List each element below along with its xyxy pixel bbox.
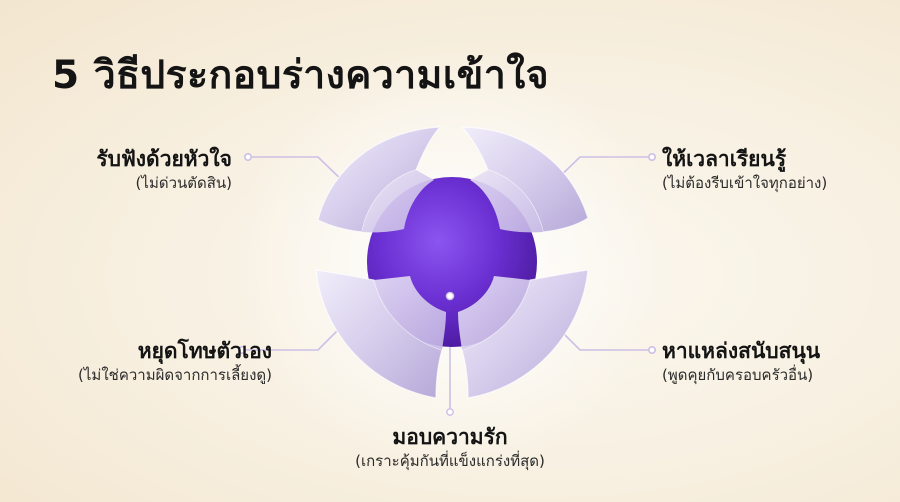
connector-dot-tr	[647, 153, 656, 162]
label-subtitle: (ไม่ต้องรีบเข้าใจทุกอย่าง)	[662, 174, 828, 193]
label-subtitle: (ไม่ใช่ความผิดจากการเลี้ยงดู)	[78, 366, 272, 385]
label-give-time-to-learn: ให้เวลาเรียนรู้ (ไม่ต้องรีบเข้าใจทุกอย่า…	[662, 146, 827, 194]
shell-top-right	[460, 126, 589, 233]
label-subtitle: (พูดคุยกับครอบครัวอื่น)	[662, 366, 814, 385]
connector-dot-bc-end	[446, 408, 454, 416]
label-title: หาแหล่งสนับสนุน	[662, 339, 821, 363]
connector-tl	[248, 156, 347, 185]
connectors	[238, 153, 656, 412]
label-title: ให้เวลาเรียนรู้	[662, 147, 787, 171]
label-title: รับฟังด้วยหัวใจ	[96, 147, 232, 171]
label-stop-blaming-self: หยุดโทษตัวเอง (ไม่ใช่ความผิดจากการเลี้ยง…	[78, 338, 272, 386]
connector-dot-tl	[244, 153, 253, 162]
label-give-love: มอบความรัก (เกราะคุ้มกันที่แข็งแกร่งที่ส…	[355, 424, 545, 472]
page-title: 5 วิธีประกอบร่างความเข้าใจ	[52, 53, 550, 98]
label-listen-with-heart: รับฟังด้วยหัวใจ (ไม่ด่วนตัดสิน)	[96, 146, 232, 194]
shell-bottom-left	[315, 269, 446, 399]
label-subtitle: (ไม่ด่วนตัดสิน)	[135, 174, 232, 193]
label-title: หยุดโทษตัวเอง	[137, 339, 272, 363]
connector-dot-bc	[445, 291, 455, 301]
connector-dot-bl	[238, 345, 247, 354]
connector-dot-br	[647, 345, 656, 354]
label-title: มอบความรัก	[392, 425, 508, 449]
label-subtitle: (เกราะคุ้มกันที่แข็งแกร่งที่สุด)	[355, 452, 545, 471]
label-find-support: หาแหล่งสนับสนุน (พูดคุยกับครอบครัวอื่น)	[662, 338, 820, 386]
shell-bottom-right	[458, 269, 589, 399]
shell-top-left	[317, 126, 442, 233]
